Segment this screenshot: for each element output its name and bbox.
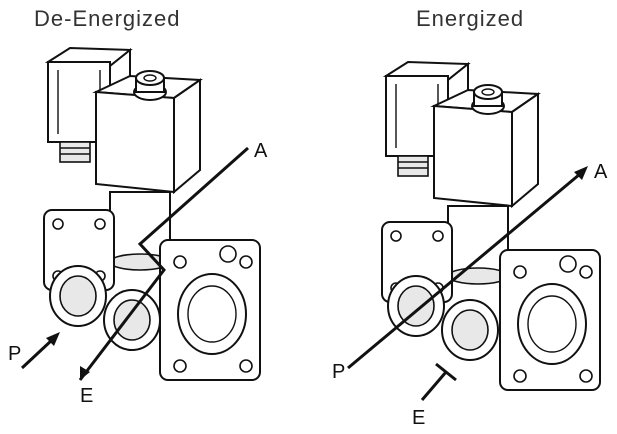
port-label-p: P <box>8 343 21 365</box>
solenoid-head <box>92 70 203 195</box>
port-label-a: A <box>254 140 268 162</box>
exhaust-blocked <box>420 362 457 401</box>
arrowhead-e <box>80 366 90 380</box>
de-energized-panel: De-Energized <box>0 0 308 434</box>
port-label-e: E <box>80 385 93 407</box>
panel-title: De-Energized <box>34 6 181 31</box>
flow-path-p-to-a <box>347 166 588 370</box>
inlet-flange <box>43 209 161 351</box>
port-label-e: E <box>412 407 425 429</box>
energized-panel: Energized <box>308 0 617 434</box>
panel-title: Energized <box>416 6 525 31</box>
port-label-p: P <box>332 361 345 383</box>
solenoid-head <box>430 84 541 209</box>
flow-path-a-to-e <box>78 146 249 381</box>
outlet-flange <box>159 239 261 381</box>
port-label-a: A <box>594 161 608 183</box>
arrowhead-a <box>574 166 588 180</box>
valve-diagram-de-energized: A P E <box>8 46 268 407</box>
outlet-flange <box>499 249 601 391</box>
flow-arrow-p <box>20 332 60 370</box>
valve-diagram-energized: A P E <box>332 60 608 429</box>
